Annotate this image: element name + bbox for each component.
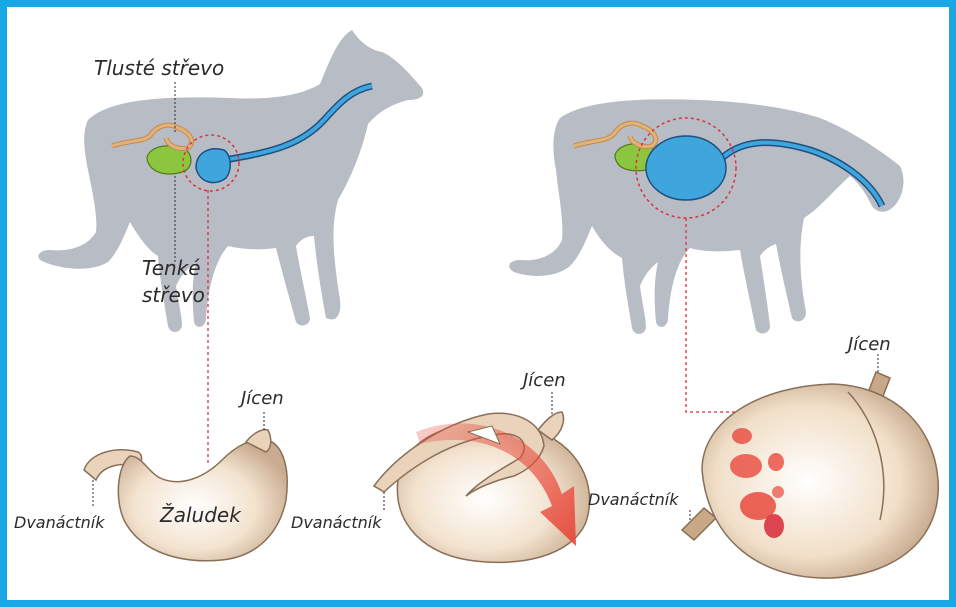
stomach-twisting: [374, 392, 590, 562]
dog-left: [38, 30, 423, 465]
label-duodenum-1: Dvanáctník: [14, 513, 105, 532]
dog-right-silhouette: [509, 99, 903, 334]
label-stomach: Žaludek: [159, 503, 242, 527]
dog-right: [509, 99, 903, 412]
dog-left-stomach: [196, 149, 230, 183]
label-duodenum-2: Dvanáctník: [291, 513, 382, 532]
label-esophagus-2: Jícen: [520, 370, 566, 391]
stomach-bloated-duodenum: [682, 508, 716, 540]
label-esophagus-1: Jícen: [238, 388, 284, 409]
label-small-intestine-line1: Tenké: [142, 256, 201, 280]
necrosis-patch-6: [772, 486, 784, 498]
dog-right-stomach: [646, 136, 726, 200]
stomach-normal-body: [118, 440, 287, 561]
necrosis-patch-4: [764, 514, 784, 538]
necrosis-patch-2: [730, 454, 762, 478]
label-esophagus-3: Jícen: [845, 334, 891, 355]
necrosis-patch-5: [768, 453, 784, 471]
label-small-intestine-line2: střevo: [142, 283, 205, 307]
necrosis-patch-1: [732, 428, 752, 444]
label-large-intestine: Tlusté střevo: [94, 56, 224, 80]
label-duodenum-3: Dvanáctník: [588, 490, 679, 509]
stomach-normal: [84, 412, 287, 561]
stomach-bloated: [682, 354, 938, 578]
stomach-bloated-body: [702, 384, 938, 578]
